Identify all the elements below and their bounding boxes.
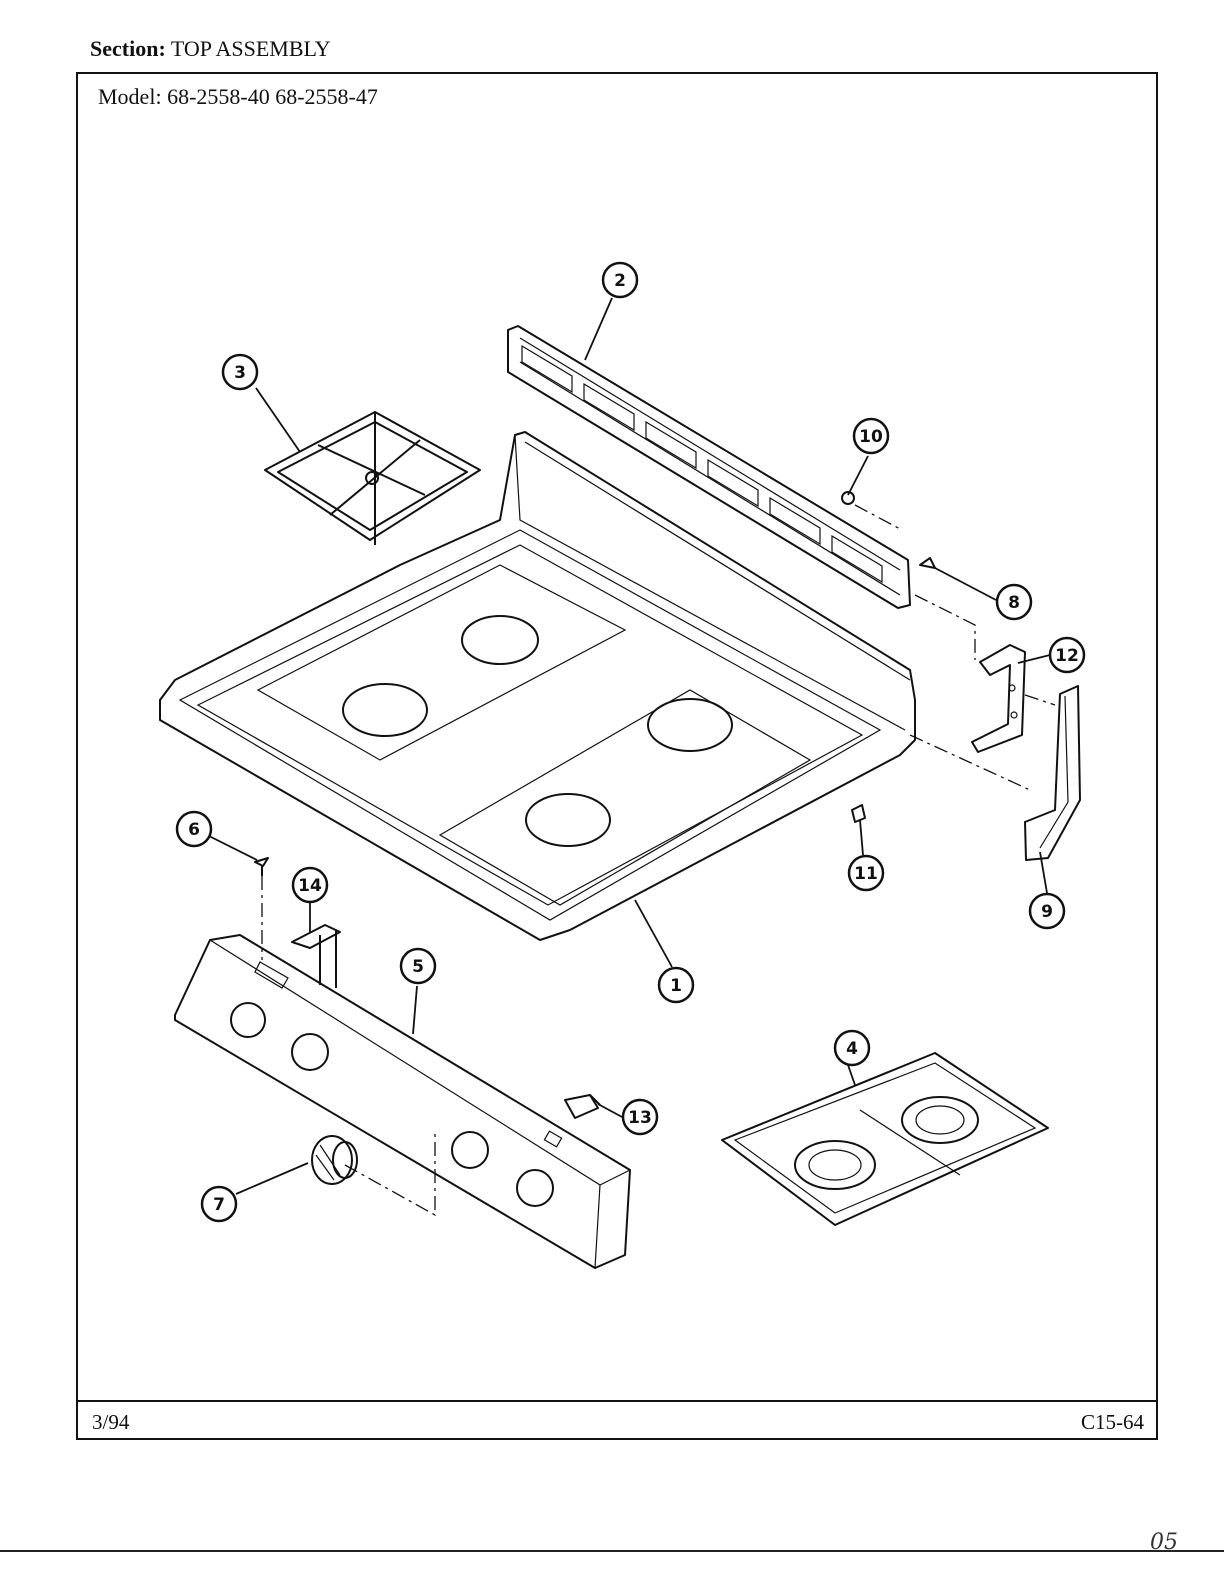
- rear-trim-drawing: [507, 325, 911, 609]
- callout-1: 1: [657, 966, 695, 1004]
- callout-2: 2: [601, 261, 639, 299]
- callout-10: 10: [852, 417, 890, 455]
- callout-7: 7: [200, 1185, 238, 1223]
- callout-label-2: 2: [614, 271, 626, 291]
- callout-11: 11: [847, 854, 885, 892]
- mounting-bracket-drawing: [291, 924, 341, 988]
- model-line: Model: 68-2558-40 68-2558-47: [98, 84, 378, 110]
- small-parts-drawing: [841, 491, 936, 823]
- callout-6: 6: [175, 810, 213, 848]
- section-header: Section: TOP ASSEMBLY: [90, 36, 331, 62]
- margin-mark: 05: [1150, 1530, 1178, 1555]
- bracket-drawing: [971, 644, 1026, 753]
- callout-label-5: 5: [412, 957, 424, 977]
- callout-label-1: 1: [670, 976, 682, 996]
- section-label: Section:: [90, 36, 166, 61]
- footer-divider: [76, 1400, 1158, 1402]
- side-trim-drawing: [1024, 685, 1081, 861]
- callout-label-3: 3: [234, 363, 246, 383]
- burner-grate-drawing: [264, 411, 481, 545]
- leader-lines: [204, 297, 1051, 1195]
- switch-drawing: [564, 1094, 601, 1119]
- screw-drawing: [254, 857, 269, 876]
- alignment-lines: [261, 504, 1056, 1217]
- callout-label-6: 6: [188, 820, 200, 840]
- callout-9: 9: [1028, 892, 1066, 930]
- callout-4: 4: [833, 1029, 871, 1067]
- drip-pan-drawing: [721, 1052, 1049, 1226]
- callout-label-14: 14: [298, 876, 322, 896]
- section-value: TOP ASSEMBLY: [170, 36, 331, 61]
- control-panel-drawing: [174, 934, 631, 1269]
- callout-label-11: 11: [854, 864, 878, 884]
- callout-label-13: 13: [628, 1108, 652, 1128]
- diagram-frame: [76, 72, 1158, 1440]
- callout-label-9: 9: [1041, 902, 1053, 922]
- knob-drawing: [311, 1135, 358, 1185]
- main-top-drawing: [159, 431, 916, 941]
- callout-label-4: 4: [846, 1039, 858, 1059]
- callout-label-10: 10: [859, 427, 883, 447]
- callout-8: 8: [995, 583, 1033, 621]
- callout-14: 14: [291, 866, 329, 904]
- page-code: C15-64: [1081, 1410, 1144, 1434]
- model-label: Model:: [98, 84, 162, 109]
- callout-label-7: 7: [213, 1195, 225, 1215]
- callout-12: 12: [1048, 636, 1086, 674]
- callout-5: 5: [399, 947, 437, 985]
- page-bottom-rule: [0, 1550, 1224, 1552]
- callout-3: 3: [221, 353, 259, 391]
- callout-label-12: 12: [1055, 646, 1079, 666]
- revision-date: 3/94: [92, 1410, 130, 1434]
- callout-13: 13: [621, 1098, 659, 1136]
- model-numbers: 68-2558-40 68-2558-47: [167, 84, 378, 109]
- callout-label-8: 8: [1008, 593, 1020, 613]
